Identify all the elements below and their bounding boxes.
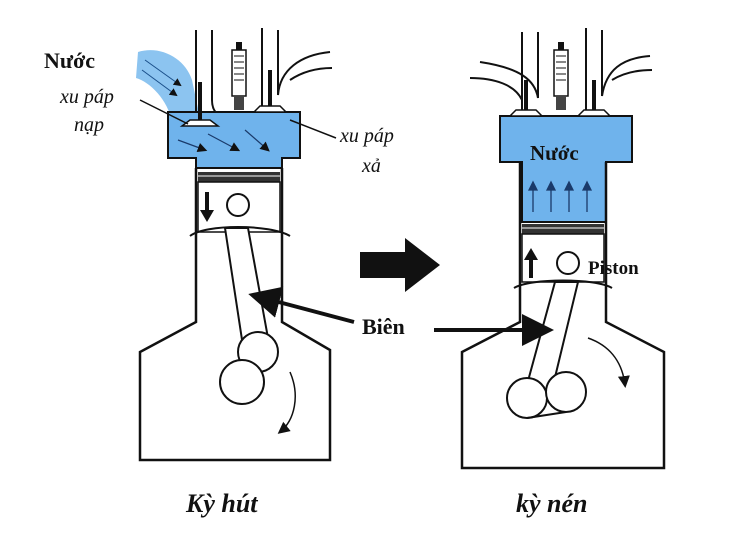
left-crankshaft bbox=[219, 331, 279, 405]
right-upward-flow-arrows bbox=[527, 180, 593, 212]
right-arrow-icon bbox=[360, 238, 440, 292]
right-water-label: Nước bbox=[530, 141, 579, 165]
right-piston-label: Piston bbox=[588, 258, 639, 279]
rod-pointer-left bbox=[248, 286, 355, 324]
left-piston-down-arrow-icon bbox=[200, 192, 214, 222]
connecting-rod-label: Biên bbox=[362, 314, 405, 339]
left-crankcase bbox=[138, 300, 332, 462]
left-water-inflow bbox=[136, 50, 200, 122]
left-exhaust-valve-label-line1: xu páp bbox=[339, 125, 394, 147]
left-rotation-arrow-icon bbox=[277, 371, 296, 434]
left-exhaust-valve-icon bbox=[252, 70, 288, 113]
right-caption: kỳ nén bbox=[516, 489, 588, 518]
right-crankcase bbox=[460, 300, 666, 470]
left-water-label: Nước bbox=[44, 48, 95, 73]
left-exhaust-valve-label-line2: xả bbox=[361, 155, 381, 177]
left-intake-valve-icon bbox=[179, 82, 221, 127]
left-exhaust-valve-pointer bbox=[289, 119, 337, 139]
left-intake-valve-pointer bbox=[139, 99, 189, 125]
right-piston-up-arrow-icon bbox=[524, 248, 538, 278]
right-intake-valve-icon bbox=[508, 80, 544, 117]
left-intake-valve-label-line1: xu páp bbox=[59, 86, 114, 108]
left-spark-plug-icon bbox=[231, 42, 247, 110]
left-combustion-chamber bbox=[167, 111, 301, 169]
right-rotation-arrow-icon bbox=[587, 337, 630, 388]
right-spark-plug-icon bbox=[553, 42, 569, 110]
left-piston bbox=[197, 172, 281, 233]
left-caption: Kỳ hút bbox=[185, 489, 258, 518]
left-intake-valve-label-line2: nạp bbox=[74, 114, 104, 136]
right-engine bbox=[460, 28, 666, 470]
right-exhaust-valve-icon bbox=[576, 80, 612, 117]
right-crankshaft bbox=[506, 371, 587, 419]
left-engine bbox=[136, 28, 333, 462]
